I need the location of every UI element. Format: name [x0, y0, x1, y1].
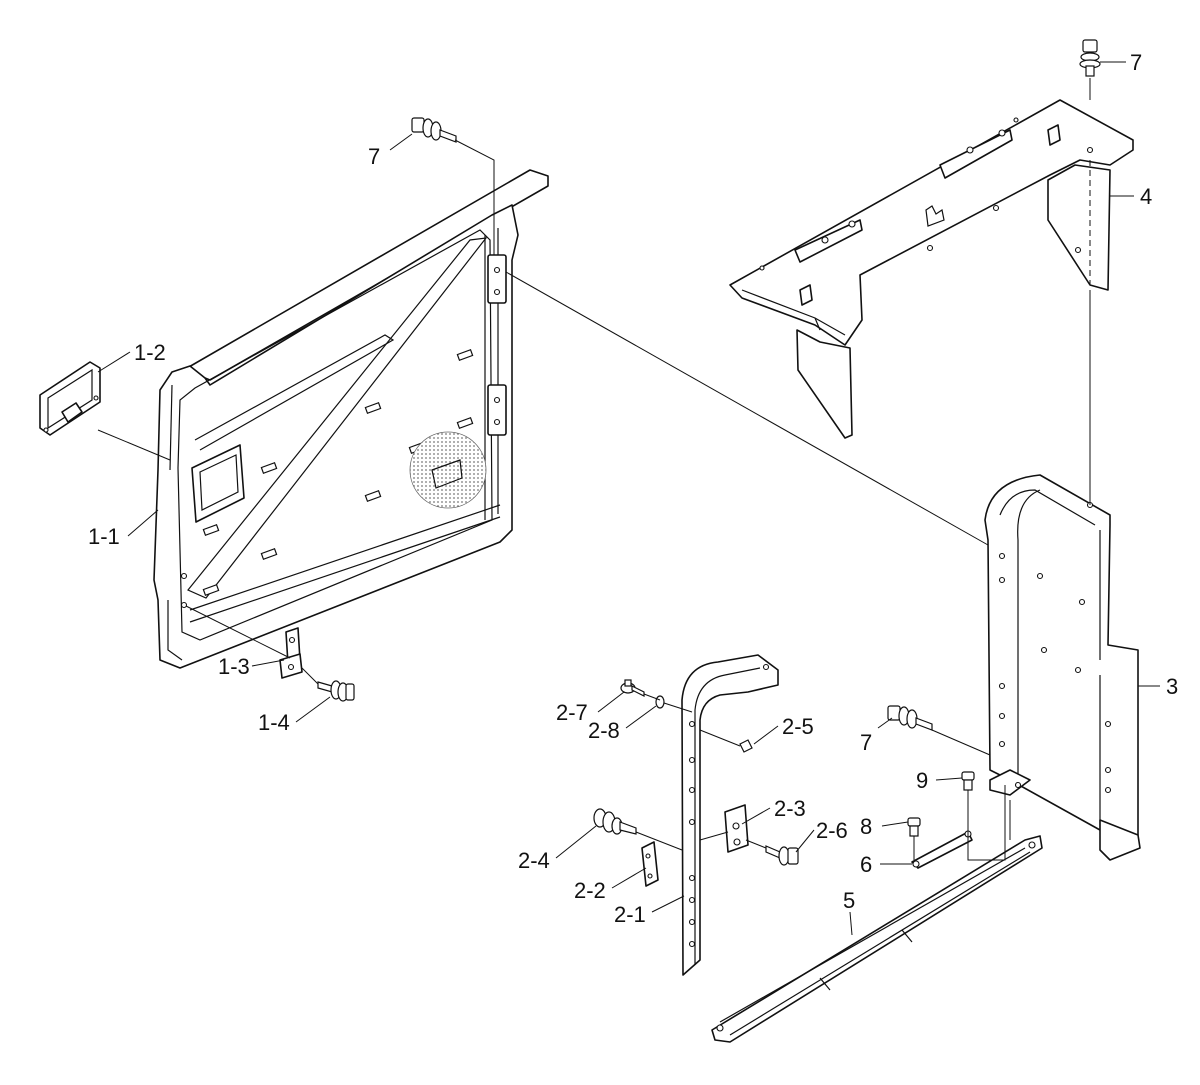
- callout-7-top: 7: [1130, 50, 1142, 75]
- washer-part-2-8: [655, 695, 665, 709]
- callout-2-6: 2-6: [816, 818, 848, 843]
- clip-part-2-3: [724, 804, 749, 853]
- bolt-part-7-top: [1079, 39, 1101, 77]
- callout-1-2: 1-2: [134, 340, 166, 365]
- assembly-lines: [97, 78, 1091, 861]
- rail-part-5: [711, 835, 1043, 1043]
- screw-part-2-7: [620, 679, 645, 697]
- callout-2-5: 2-5: [782, 714, 814, 739]
- latch-part-1-2: [39, 361, 101, 436]
- clip-part-2-2: [641, 841, 659, 887]
- callout-7-left: 7: [368, 144, 380, 169]
- callout-2-1: 2-1: [614, 902, 646, 927]
- bolt-part-7-left: [411, 117, 457, 143]
- screw-part-2-6: [765, 845, 799, 866]
- nut-part-2-5: [739, 739, 753, 753]
- screw-part-1-4: [317, 680, 355, 702]
- bracket-part-1-3: [279, 627, 303, 679]
- door-panel-part-1-1: [153, 169, 549, 669]
- callout-4: 4: [1140, 184, 1152, 209]
- callout-1-4: 1-4: [258, 710, 290, 735]
- callout-8: 8: [860, 814, 872, 839]
- callout-2-2: 2-2: [574, 878, 606, 903]
- bolt-part-7-mid: [887, 705, 933, 731]
- callout-1-1: 1-1: [88, 524, 120, 549]
- callout-leaders: [97, 61, 1160, 936]
- callout-2-8: 2-8: [588, 718, 620, 743]
- top-bracket-part-4: [729, 99, 1134, 439]
- callout-3: 3: [1166, 674, 1178, 699]
- callout-1-3: 1-3: [218, 654, 250, 679]
- screw-part-2-4: [593, 808, 637, 835]
- callout-6: 6: [860, 852, 872, 877]
- link-part-6: [911, 830, 973, 869]
- callout-9: 9: [916, 768, 928, 793]
- callout-5: 5: [843, 888, 855, 913]
- callout-2-3: 2-3: [774, 796, 806, 821]
- callout-labels: 7 4 3 7 1-2 1-1 1-3 1-4 2-7 2-8 2-5 2-3 …: [88, 50, 1178, 927]
- pin-part-8: [907, 817, 921, 837]
- side-post-part-3: [984, 474, 1141, 861]
- callout-2-7: 2-7: [556, 700, 588, 725]
- callout-7-mid: 7: [860, 730, 872, 755]
- arm-part-2-1: [681, 654, 779, 976]
- pin-part-9: [961, 771, 975, 791]
- callout-2-4: 2-4: [518, 848, 550, 873]
